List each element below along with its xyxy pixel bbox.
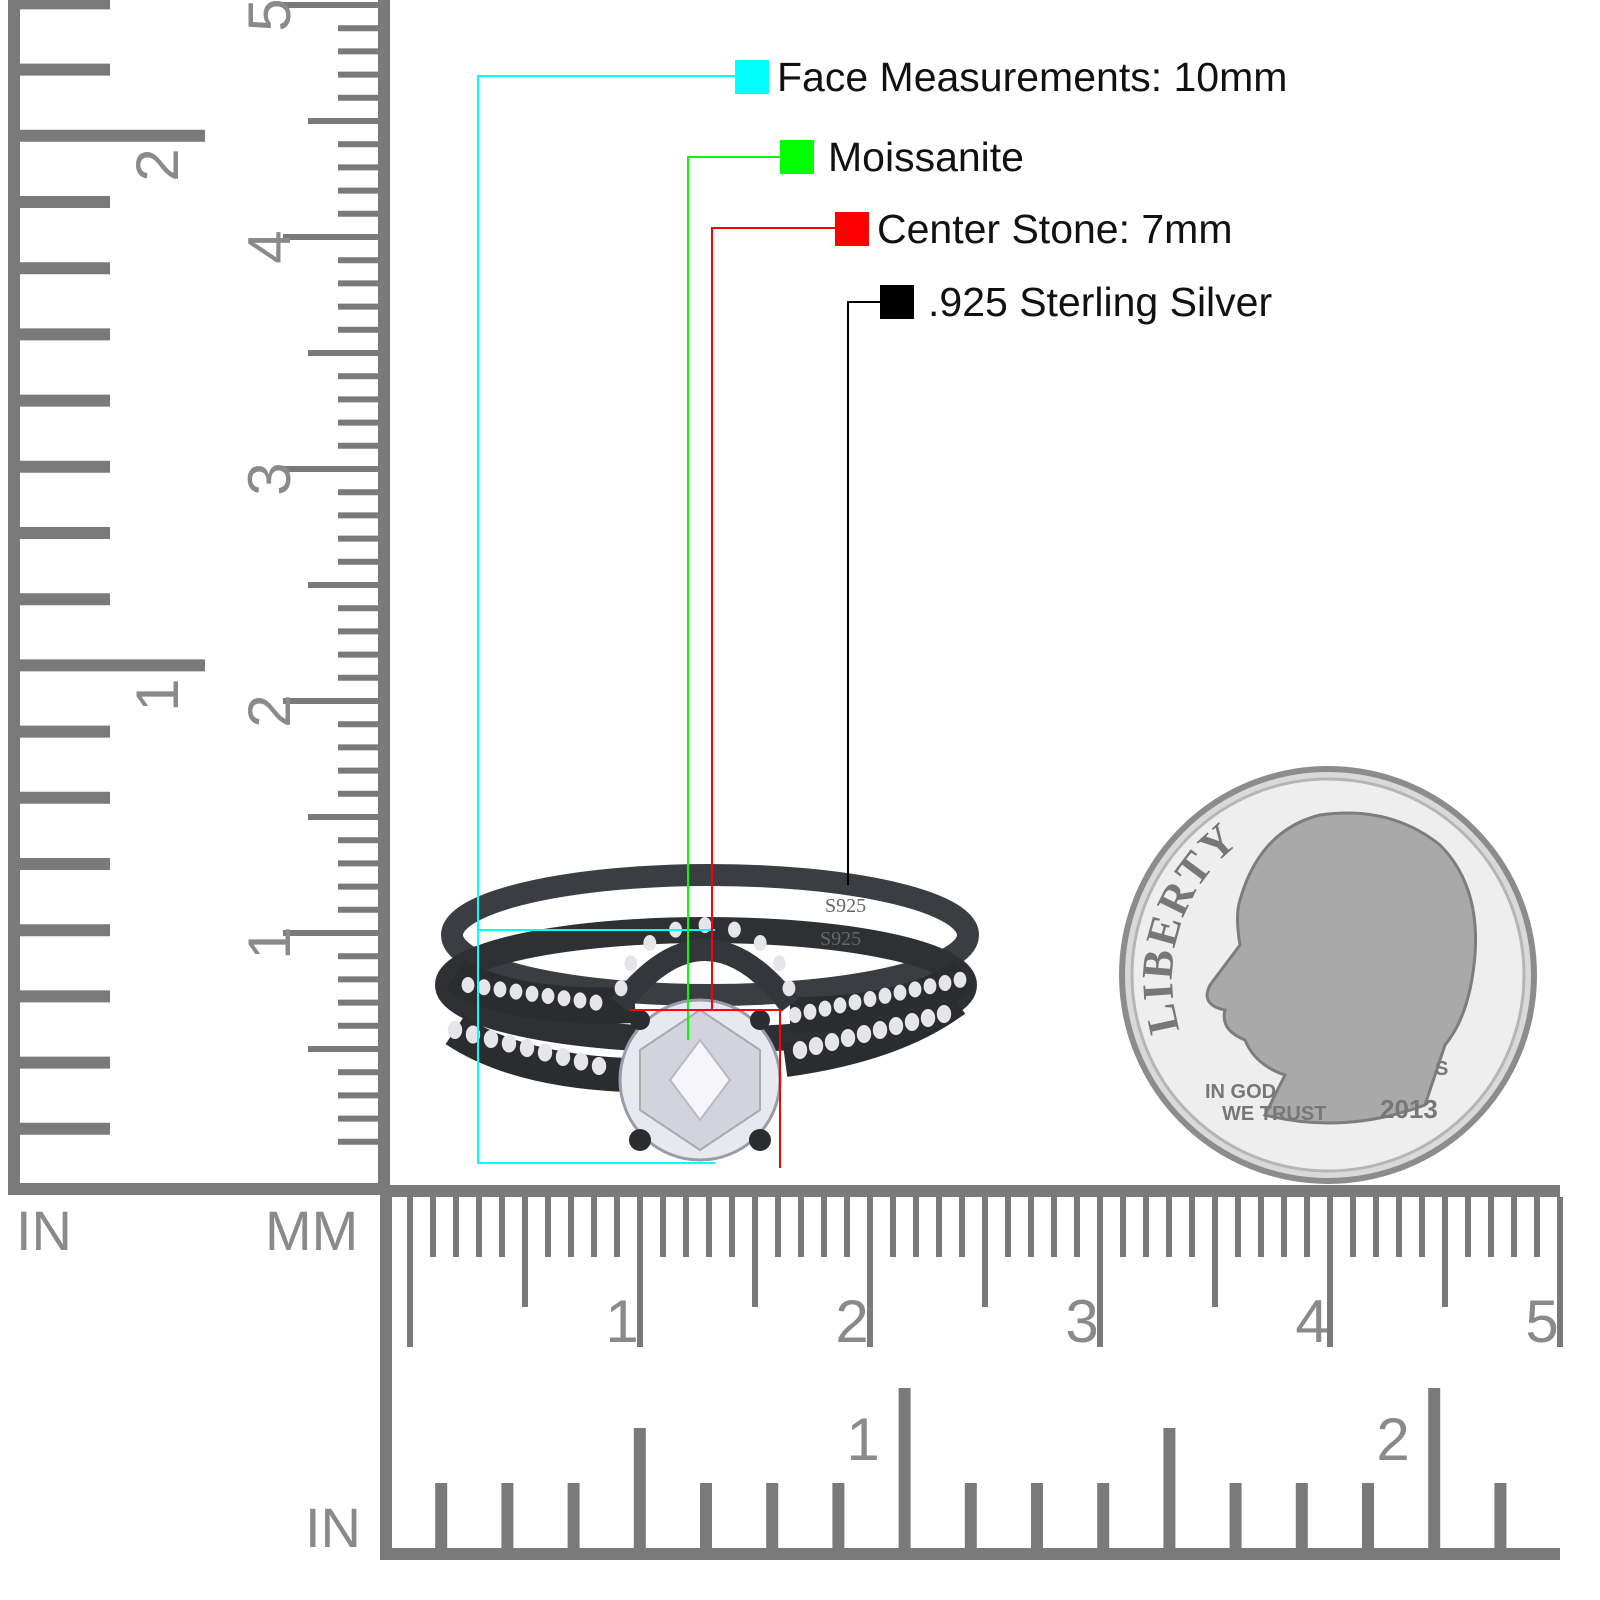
sterling-silver-line [847,301,880,885]
legend-face-measurements: Face Measurements: 10mm [735,54,1287,100]
pave-stone [908,981,922,998]
pave-stone [788,1007,802,1023]
roosevelt-portrait [1205,811,1478,1125]
green-swatch-icon [780,140,814,174]
face-measurement-line [477,75,735,1164]
pave-stone [792,1041,808,1059]
pave-stone [893,984,907,1001]
pave-stone [923,978,937,995]
center-stone-line [630,227,835,1168]
pave-stone [643,934,657,951]
vertical-mm-label: 3 [236,462,303,495]
vertical-inch-label: 1 [124,678,191,711]
pave-stone [863,991,877,1007]
ruler-bottom-edge [8,1183,390,1195]
pave-stone [904,1013,920,1031]
legend-sterling-silver: .925 Sterling Silver [880,279,1272,325]
coin-motto-2: WE TRUST [1222,1103,1326,1125]
pave-stone [872,1021,888,1039]
cyan-swatch-icon [735,60,769,94]
ring-set: S925 S925 [435,864,979,1162]
horizontal-mm-label: 4 [1295,1288,1328,1355]
pave-stone [519,1039,535,1057]
coin-mint-mark: S [1435,1058,1448,1080]
legend-label: Face Measurements: 10mm [777,53,1288,100]
pave-stone [818,1000,832,1017]
pave-stone [878,987,892,1004]
pave-stone [953,971,967,988]
pave-stone [840,1029,856,1047]
ring-stamp-1: S925 [825,895,866,917]
vertical-mm-label: 4 [236,230,303,263]
vertical-mm-label: 1 [236,926,303,959]
pave-stone [833,997,847,1014]
vertical-inch-label: 2 [124,148,191,181]
pave-stone [573,1052,589,1071]
horizontal-inch-label: 2 [1376,1406,1409,1473]
pave-stone [614,980,628,997]
pave-stone [824,1033,840,1051]
pave-stone [589,994,603,1011]
legend-label: .925 Sterling Silver [928,278,1273,325]
pave-stone [624,955,638,972]
pave-stone [920,1009,936,1027]
legend-label: Moissanite [828,133,1024,180]
pave-stone [501,1034,517,1053]
pave-stones [447,917,967,1075]
pave-stone [461,977,475,993]
horizontal-mm-label: 3 [1065,1288,1098,1355]
pave-stone [447,1021,463,1039]
legend-moissanite: Moissanite [780,134,1024,180]
pave-stone [525,985,539,1002]
legend-center-stone: Center Stone: 7mm [835,206,1233,252]
pave-stone [936,1005,952,1023]
dime-coin: LIBERTY IN GOD WE TRUST 2013 S [1119,766,1537,1184]
legend-label: Center Stone: 7mm [877,205,1233,252]
pave-stone [728,921,741,938]
horizontal-inch-label: 1 [846,1406,879,1473]
pave-stone [753,934,767,951]
unit-in-left: IN [16,1199,72,1262]
center-stone [618,998,782,1162]
pave-stone [573,992,587,1009]
pave-stone [465,1025,481,1044]
black-swatch-icon [880,285,914,319]
pave-stone [803,1003,817,1020]
pave-stone [591,1057,607,1075]
vertical-mm-label: 5 [236,0,303,32]
pave-stone [541,988,555,1004]
pave-stone [557,990,571,1007]
red-swatch-icon [835,212,869,246]
coin-year: 2013 [1380,1094,1438,1124]
ruler-top-edge [380,1185,1560,1197]
horizontal-mm-label: 1 [605,1288,638,1355]
pave-stone [772,955,786,972]
horizontal-mm-label: 2 [835,1288,868,1355]
pave-stone [856,1025,872,1043]
pave-stone [555,1048,571,1066]
unit-in-bottom: IN [305,1496,361,1559]
horizontal-mm-label: 5 [1525,1288,1558,1355]
pave-stone [938,975,952,991]
moissanite-line [687,156,780,1040]
pave-stone [509,983,523,1000]
ring-stamp-2: S925 [820,928,861,950]
pave-stone [848,994,862,1011]
pave-stone [537,1043,553,1062]
pave-stone [493,981,507,998]
unit-mm: MM [265,1199,359,1262]
pave-stone [888,1017,904,1035]
vertical-mm-label: 2 [236,694,303,727]
ruler-right-edge [378,0,390,1195]
pave-stone [477,979,491,996]
ruler-left-edge-h [380,1185,392,1560]
ruler-left-edge [8,0,20,1195]
pave-stone [782,980,796,997]
ruler-bottom-edge-h [380,1548,1560,1560]
pave-stone [808,1037,824,1055]
pave-stone [483,1030,499,1048]
coin-motto-1: IN GOD [1205,1081,1276,1103]
